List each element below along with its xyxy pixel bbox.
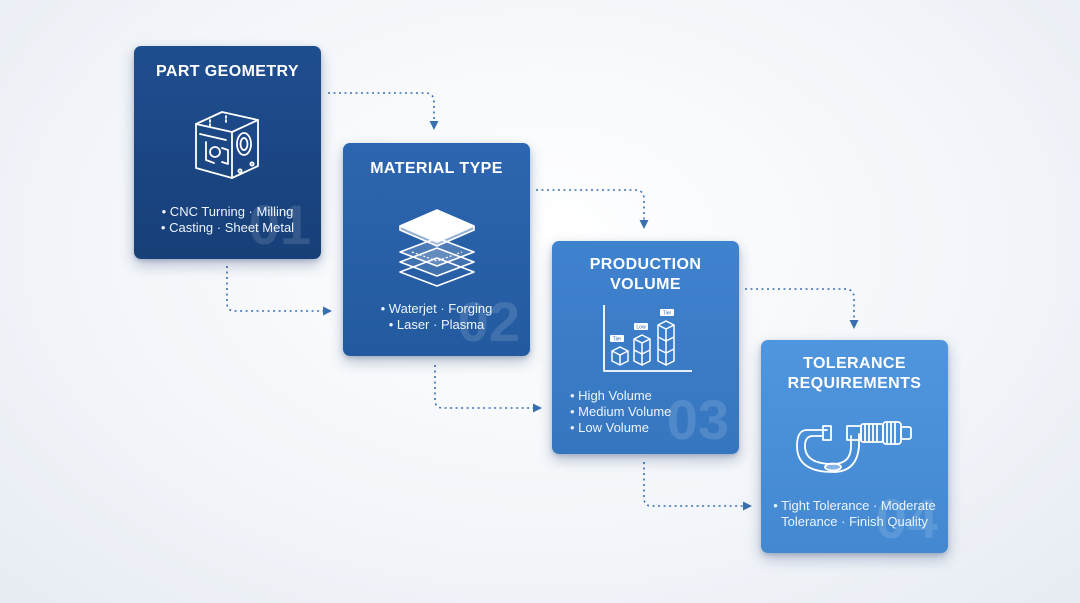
- step-option-list: • CNC Turning · Milling • Casting · Shee…: [134, 204, 321, 236]
- step-option: • Low Volume: [570, 420, 649, 435]
- connector-2-3-bottom: [434, 365, 542, 413]
- step-card-material-type: 02 MATERIAL TYPE • Waterjet · Forging • …: [343, 143, 530, 356]
- step-option: • Laser · Plasma: [388, 317, 485, 332]
- tag-label: Low: [636, 325, 646, 331]
- step-option: • Tight Tolerance · Moderate: [773, 498, 936, 513]
- step-option: • Medium Volume: [570, 404, 672, 419]
- step-title-line: PRODUCTION: [589, 256, 702, 273]
- micrometer-icon: [761, 412, 948, 478]
- step-option-list: • Tight Tolerance · Moderate Tolerance ·…: [761, 498, 948, 530]
- step-card-tolerance-requirements: 04 TOLERANCE REQUIREMENTS • Tight Tolera…: [761, 340, 948, 553]
- step-title-line: TOLERANCE: [803, 355, 906, 372]
- step-number: 03: [666, 388, 729, 451]
- connector-3-4-bottom: [643, 462, 752, 511]
- step-option: • CNC Turning · Milling: [161, 204, 294, 219]
- step-title-line: VOLUME: [610, 276, 681, 293]
- step-number: 01: [248, 193, 311, 256]
- step-option-list: • High Volume • Medium Volume • Low Volu…: [570, 388, 739, 436]
- step-option: Tolerance · Finish Quality: [781, 514, 928, 529]
- step-option: • Waterjet · Forging: [380, 301, 493, 316]
- step-title-line: MATERIAL TYPE: [370, 160, 503, 177]
- step-option-list: • Waterjet · Forging • Laser · Plasma: [343, 301, 530, 333]
- connector-2-3-top: [536, 189, 649, 229]
- step-title: PART GEOMETRY: [134, 62, 321, 82]
- tag-label: Tier: [662, 311, 671, 317]
- connector-1-2-top: [328, 92, 439, 130]
- step-title: PRODUCTION VOLUME: [552, 255, 739, 295]
- volume-blocks-chart-icon: Tier Low Tier: [552, 303, 739, 375]
- material-layers-icon: [343, 198, 530, 288]
- step-number: 02: [457, 290, 520, 353]
- step-card-production-volume: 03 PRODUCTION VOLUME: [552, 241, 739, 454]
- step-title: TOLERANCE REQUIREMENTS: [761, 354, 948, 394]
- step-title: MATERIAL TYPE: [343, 159, 530, 179]
- step-card-part-geometry: 01 PART GEOMETRY • CNC Turning · Milling: [134, 46, 321, 259]
- tag-label: Tier: [612, 337, 621, 343]
- step-option: • Casting · Sheet Metal: [160, 220, 295, 235]
- step-title-line: PART GEOMETRY: [156, 63, 299, 80]
- step-number: 04: [875, 487, 938, 550]
- step-option: • High Volume: [570, 388, 652, 403]
- connector-3-4-top: [745, 288, 859, 329]
- machined-part-icon: [134, 98, 321, 190]
- connector-1-2-bottom: [226, 266, 332, 316]
- step-title-line: REQUIREMENTS: [787, 375, 922, 392]
